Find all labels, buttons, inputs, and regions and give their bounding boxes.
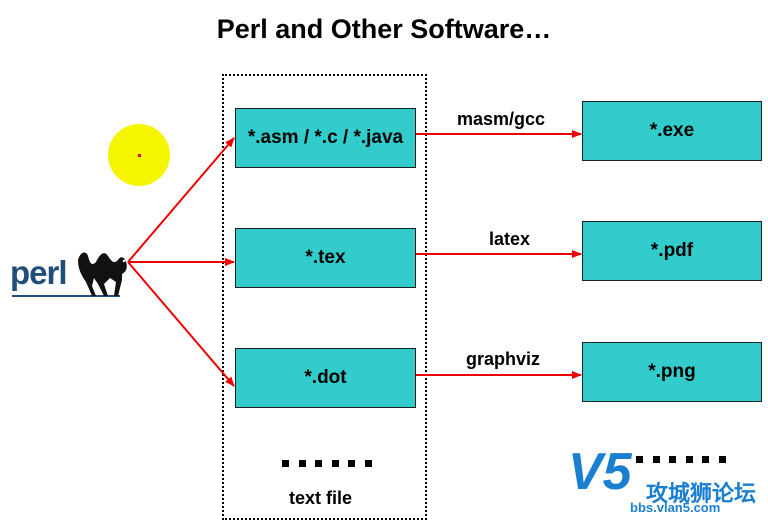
tool-label-masm-gcc: masm/gcc bbox=[457, 109, 546, 129]
watermark-brand: V5 bbox=[568, 443, 632, 501]
more-targets-ellipsis bbox=[636, 456, 726, 464]
watermark-logo: V5 攻城狮论坛 bbs.vlan5.com bbox=[560, 440, 766, 518]
arrow-perl-to-dot bbox=[127, 261, 235, 387]
source-box-dot: *.dot bbox=[235, 348, 416, 408]
target-box-png: *.png bbox=[582, 342, 762, 402]
target-box-exe: *.exe bbox=[582, 101, 762, 161]
tool-label-graphviz: graphviz bbox=[466, 349, 541, 369]
perl-logo-underline bbox=[12, 295, 120, 297]
target-box-pdf: *.pdf bbox=[582, 221, 762, 281]
camel-icon bbox=[78, 252, 127, 296]
highlight-circle bbox=[108, 124, 170, 186]
diagram-title: Perl and Other Software… bbox=[216, 14, 552, 44]
more-files-ellipsis bbox=[282, 460, 372, 468]
perl-logo-text: perl bbox=[10, 254, 68, 291]
arrow-perl-to-code bbox=[127, 137, 235, 263]
text-file-label: text file bbox=[289, 488, 353, 508]
watermark-chinese-text: 攻城狮论坛 bbox=[646, 481, 757, 506]
watermark-url: bbs.vlan5.com bbox=[630, 500, 721, 515]
tool-label-latex: latex bbox=[489, 229, 531, 249]
text-file-group-frame bbox=[222, 74, 427, 520]
source-box-code: *.asm / *.c / *.java bbox=[235, 108, 416, 168]
perl-logo: perl bbox=[10, 240, 127, 300]
source-box-tex: *.tex bbox=[235, 228, 416, 288]
